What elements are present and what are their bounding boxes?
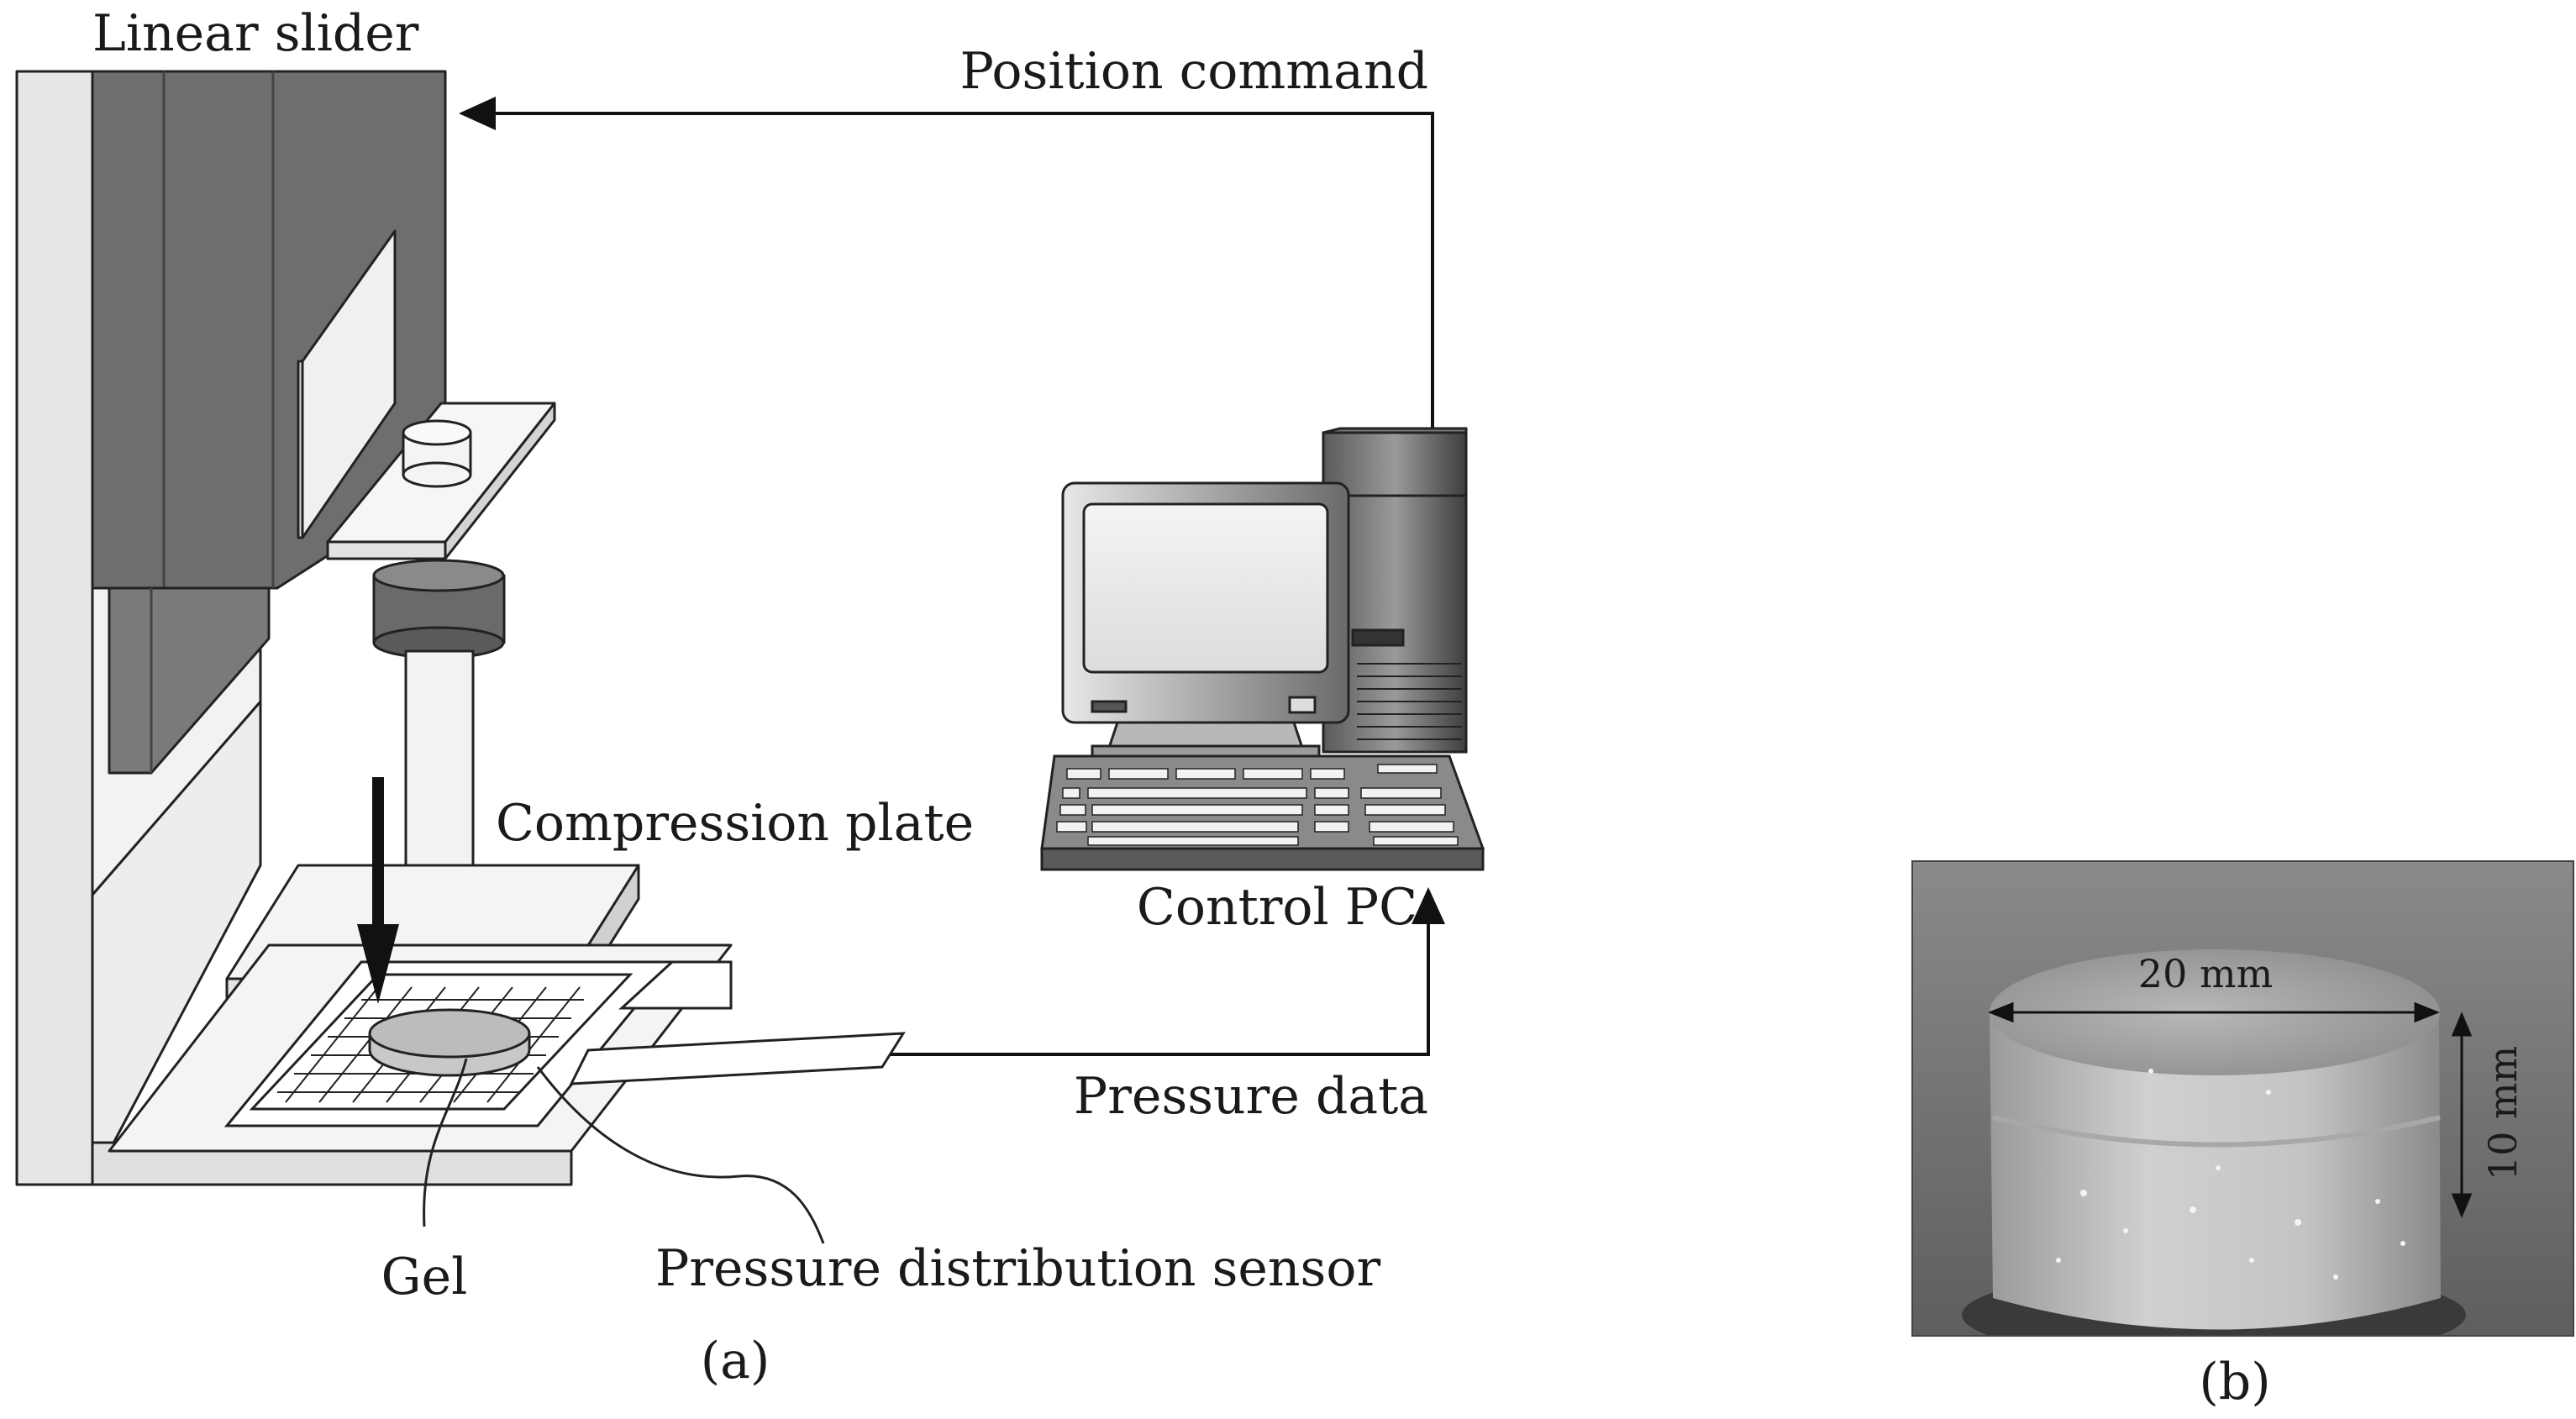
label-gel: Gel — [381, 1248, 468, 1306]
caption-a: (a) — [701, 1332, 770, 1390]
pc-screen — [1082, 502, 1329, 674]
label-height-10mm: 10 mm — [2480, 1046, 2526, 1180]
panel-b-labels: 20 mm 10 mm (b) — [2138, 951, 2526, 1411]
gel-photograph — [1912, 861, 2573, 1336]
label-control-pc: Control PC — [1137, 878, 1417, 937]
sensor-leader-line — [536, 1066, 825, 1244]
label-width-20mm: 20 mm — [2138, 951, 2273, 996]
caption-b: (b) — [2199, 1353, 2270, 1411]
gel-leader-line — [423, 1058, 468, 1227]
gel-sample — [368, 1008, 531, 1077]
position-command-line — [459, 97, 1434, 433]
control-pc — [1040, 427, 1485, 871]
label-linear-slider: Linear slider — [92, 4, 419, 63]
photo-frame — [1911, 860, 2574, 1337]
label-position-command: Position command — [959, 42, 1428, 101]
label-pressure-data: Pressure data — [1074, 1067, 1428, 1126]
label-pressure-sensor: Pressure distribution sensor — [655, 1239, 1380, 1298]
compression-direction-arrow — [357, 777, 399, 1004]
label-compression-plate: Compression plate — [496, 794, 974, 853]
panel-a-labels: Linear slider Position command Compressi… — [92, 4, 1428, 1390]
pressure-data-line — [891, 887, 1445, 1056]
